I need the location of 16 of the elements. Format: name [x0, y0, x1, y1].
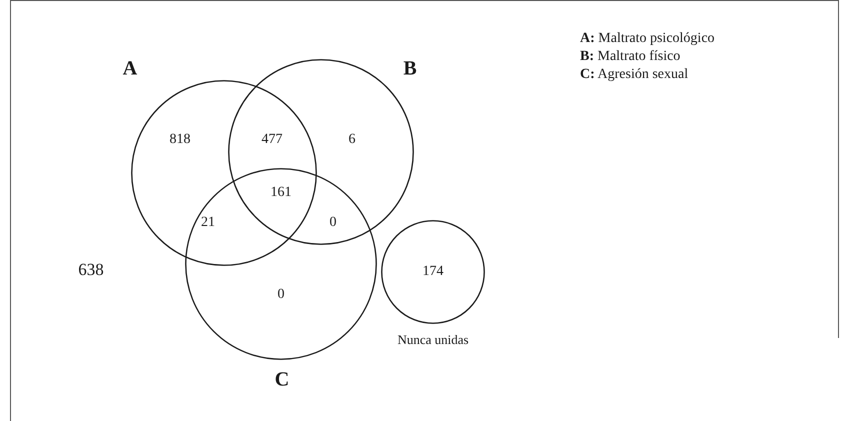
set-label: C — [274, 368, 290, 392]
count-value: 0 — [330, 215, 336, 231]
set-label: B — [403, 58, 417, 80]
circle-caption: Nunca unidas — [397, 332, 469, 348]
count-value: 21 — [201, 215, 215, 231]
count-value: 0 — [278, 287, 284, 303]
set-label: A — [122, 58, 138, 80]
legend-entry: C: Agresión sexual — [580, 66, 690, 84]
count-value: 818 — [170, 132, 190, 148]
count-value: 477 — [262, 132, 282, 148]
legend-entry: A: Maltrato psicológico — [580, 30, 715, 48]
count-value: 161 — [270, 185, 292, 201]
count-value: 6 — [348, 132, 356, 148]
legend-entry: B: Maltrato físico — [580, 48, 682, 66]
count-value: 638 — [78, 260, 104, 280]
count-value: 174 — [422, 264, 444, 280]
